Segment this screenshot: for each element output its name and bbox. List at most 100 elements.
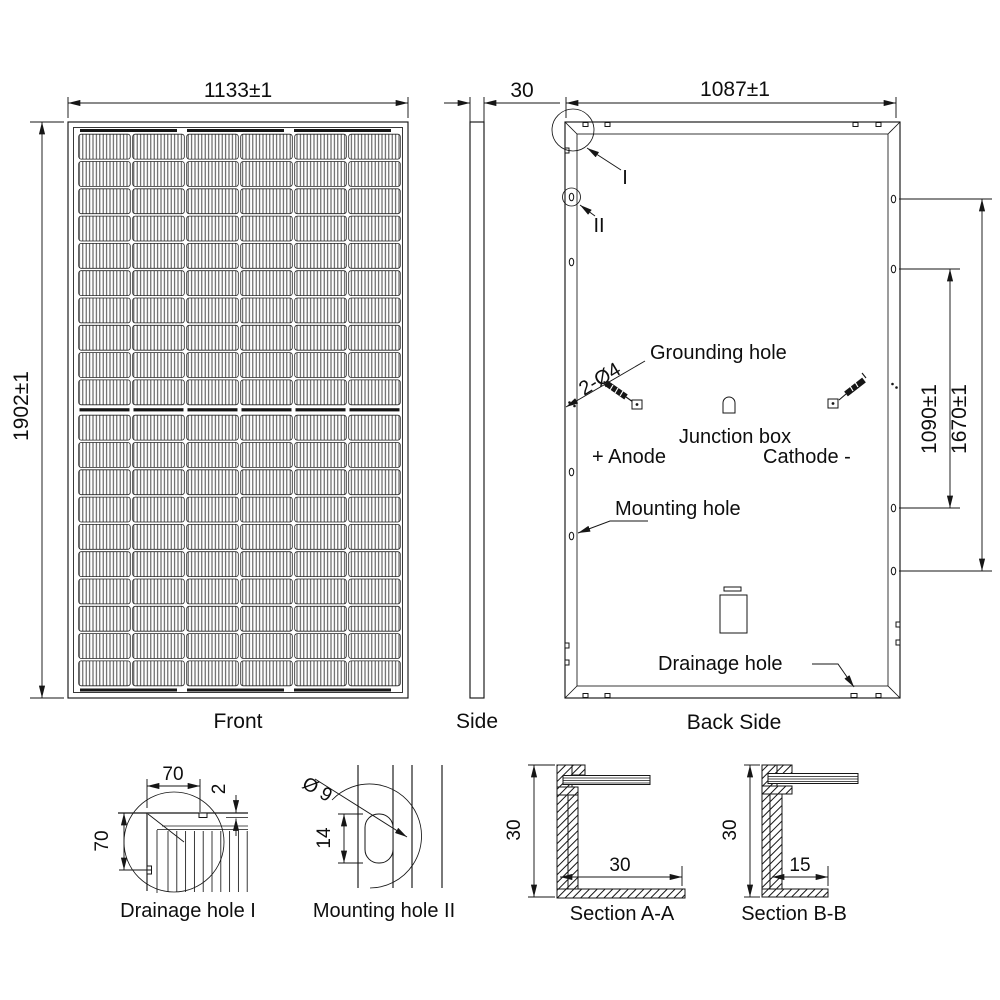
section-a-caption: Section A-A [570, 903, 675, 925]
solar-cell [132, 578, 185, 605]
solar-cell [78, 270, 131, 297]
solar-cell [240, 551, 293, 578]
back-outer-span-text: 1670±1 [948, 384, 971, 454]
drainage-hole-label: Drainage hole [658, 653, 783, 675]
solar-cell [132, 324, 185, 351]
front-caption: Front [213, 710, 262, 733]
mounting-detail-caption: Mounting hole II [313, 900, 455, 922]
side-dim-thickness: 30 [444, 79, 560, 133]
section-a-dim-height: 30 [504, 764, 555, 898]
solar-cell [132, 496, 185, 523]
solar-cell [240, 242, 293, 269]
busbar-ribbon [79, 408, 130, 412]
solar-cell [186, 270, 239, 297]
solar-cell [132, 242, 185, 269]
busbar-ribbon [133, 408, 184, 412]
solar-cell [186, 133, 239, 160]
back-mounting-holes [568, 192, 898, 576]
solar-cell [78, 133, 131, 160]
busbar-ribbon [80, 129, 177, 132]
busbar-ribbon [187, 408, 238, 412]
drainage-dim-x: 70 [146, 764, 201, 812]
mounting-hole-target [568, 531, 575, 541]
solar-cell [348, 161, 401, 187]
solar-cell [294, 379, 347, 406]
front-width-dim-text: 1133±1 [204, 79, 272, 102]
solar-cell [186, 161, 239, 187]
solar-cell [348, 578, 401, 605]
solar-cell [186, 469, 239, 496]
solar-cell [78, 605, 131, 632]
back-width-dim-text: 1087±1 [700, 78, 770, 101]
solar-cell [240, 496, 293, 523]
solar-cell [294, 161, 347, 187]
mounting-dim-length-text: 14 [314, 827, 335, 849]
drainage-dim-y: 70 [92, 813, 152, 871]
solar-cell [348, 215, 401, 242]
section-b-flange-text: 15 [789, 855, 810, 876]
mounting-dim-length: 14 [314, 813, 363, 864]
solar-cell [78, 188, 131, 215]
solar-cell [348, 188, 401, 215]
busbar-ribbon [294, 129, 391, 132]
solar-cell [240, 660, 293, 687]
solar-cell [348, 324, 401, 351]
solar-cell [186, 242, 239, 269]
back-dim-outer-span: 1670±1 [899, 198, 992, 572]
solar-cell [132, 297, 185, 324]
back-frame-inner [576, 133, 889, 687]
solar-cell [186, 297, 239, 324]
solar-cell [294, 242, 347, 269]
side-thickness-dim-text: 30 [510, 79, 533, 102]
solar-cell [240, 324, 293, 351]
solar-cell [348, 660, 401, 687]
solar-cell [78, 324, 131, 351]
mounting-hole-slot [364, 813, 394, 864]
cathode-label: Cathode - [763, 446, 851, 468]
solar-cell [240, 578, 293, 605]
busbar-ribbon [187, 688, 284, 692]
drainage-hole-callout: Drainage hole [658, 653, 855, 688]
busbar-ribbon [294, 688, 391, 692]
label-plate [719, 586, 748, 634]
solar-cell [348, 442, 401, 468]
solar-cell [240, 270, 293, 297]
solar-cell [294, 660, 347, 687]
section-a-glass [562, 775, 651, 785]
solar-cell [186, 188, 239, 215]
solar-cell [240, 442, 293, 468]
solar-cell [348, 242, 401, 269]
back-dim-width: 1087±1 [565, 78, 897, 118]
section-b-caption: Section B-B [741, 903, 847, 925]
solar-cell [78, 469, 131, 496]
back-frame-outer [564, 121, 901, 699]
front-view: 1133±1 1902±1 Front [10, 79, 409, 733]
solar-cell [348, 496, 401, 523]
solar-cell [348, 633, 401, 659]
solar-cell [78, 578, 131, 605]
solar-cell [186, 442, 239, 468]
solar-cell [186, 660, 239, 687]
solar-cell [132, 352, 185, 378]
busbar-ribbon [187, 129, 284, 132]
solar-cell [186, 578, 239, 605]
section-b-dim-height: 30 [720, 764, 760, 898]
solar-cell [348, 605, 401, 632]
solar-cell [186, 551, 239, 578]
junction-box-label: Junction box [679, 426, 791, 448]
section-a-dim-flange: 30 [560, 855, 683, 886]
solar-cell [78, 551, 131, 578]
solar-cell [348, 133, 401, 160]
front-height-dim-text: 1902±1 [10, 371, 33, 441]
mounting-detail-arc [331, 783, 422, 889]
solar-cell [78, 633, 131, 659]
solar-cell [78, 496, 131, 523]
solar-cell [78, 161, 131, 187]
solar-cell [186, 414, 239, 441]
solar-cell [132, 633, 185, 659]
junction-box: Junction box + Anode Cathode - [592, 396, 851, 468]
front-cell-grid [78, 133, 401, 687]
junction-box-icon [722, 396, 736, 414]
section-a-height-text: 30 [504, 819, 525, 840]
front-dim-width: 1133±1 [67, 79, 409, 118]
